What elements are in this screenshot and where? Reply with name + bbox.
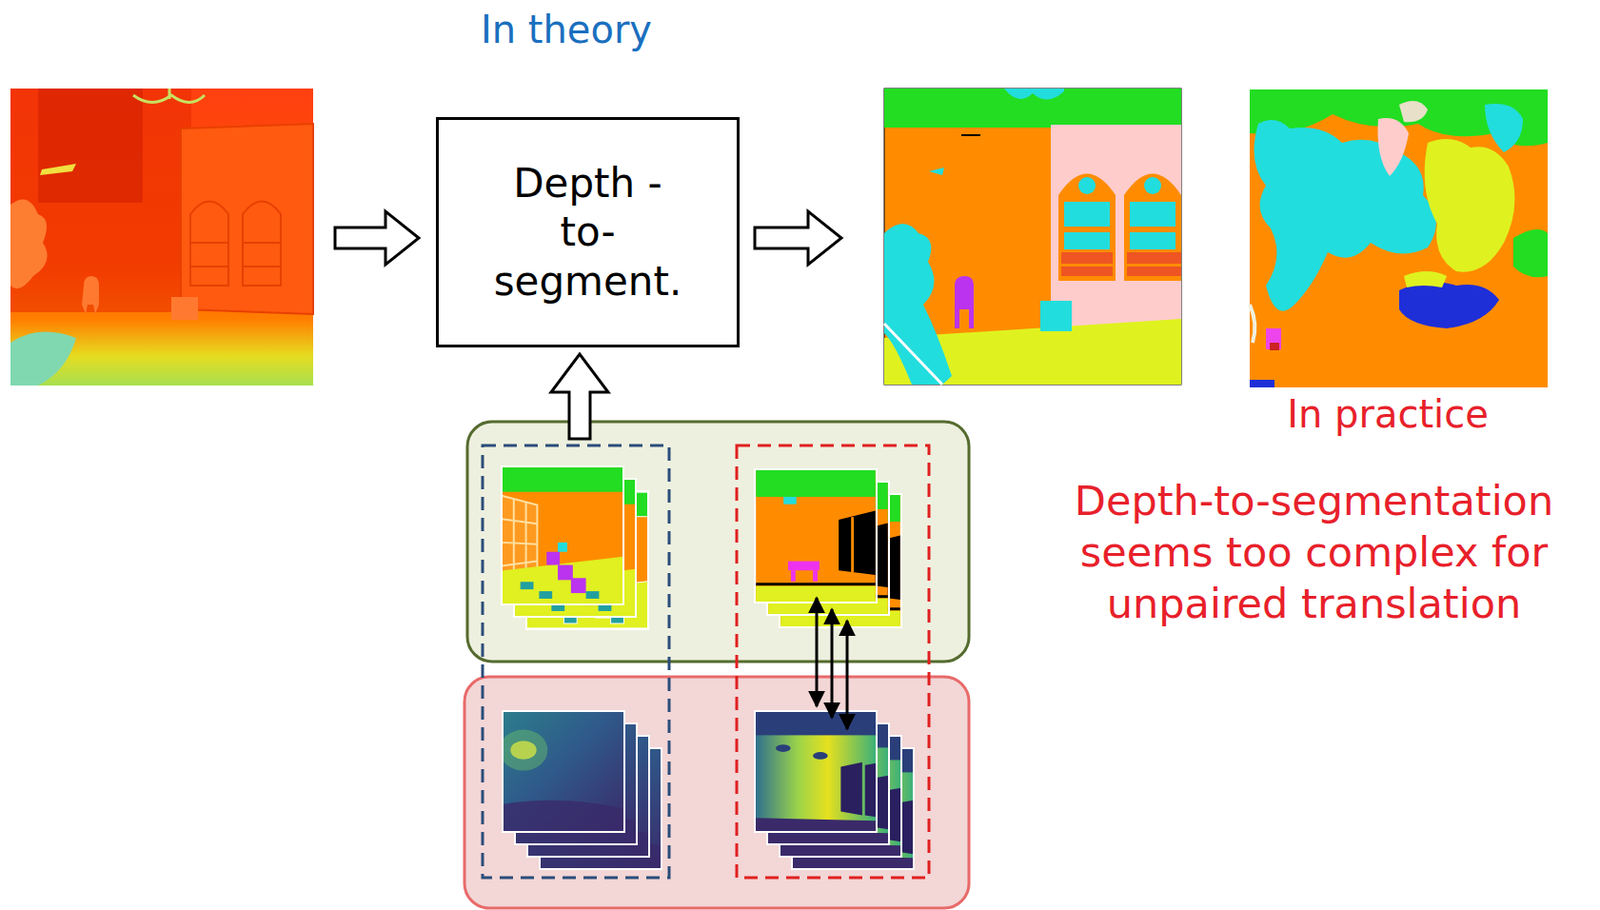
illustration-part: [190, 242, 281, 267]
illustration-part: [171, 296, 198, 320]
illustration-part: [39, 163, 77, 176]
illustration-part: [502, 711, 625, 832]
illustration-part: [1144, 177, 1162, 195]
caption-label: In practice: [1197, 390, 1579, 438]
illustration-part: [1064, 232, 1110, 250]
illustration-part: [190, 201, 281, 287]
paired-bracket: [736, 445, 929, 878]
illustration-part: [846, 620, 850, 730]
process-box: Depth -to- segment.: [435, 117, 740, 348]
illustration-part: [38, 88, 143, 203]
illustration-part: [1126, 266, 1182, 277]
illustration-part: [961, 134, 981, 137]
illustration-part: [1050, 124, 1182, 327]
illustration-part: [1269, 342, 1280, 351]
illustration-part: [1424, 138, 1516, 273]
segmentation-stack: [754, 469, 902, 628]
illustration-part: [884, 88, 1182, 128]
illustration-part: [1064, 201, 1110, 227]
illustration-part: [1399, 100, 1428, 122]
illustration-part: [1040, 300, 1072, 332]
illustration-part: [10, 88, 314, 386]
unpaired-bracket: [482, 445, 670, 878]
illustration-part: [830, 609, 834, 718]
illustration-part: [1129, 232, 1176, 250]
practice-segmentation-image: [1249, 89, 1548, 388]
illustration-part: [1124, 174, 1182, 282]
illustration-part: [501, 466, 624, 605]
illustration-part: [754, 469, 877, 603]
illustration-part: [1513, 229, 1548, 277]
flow-arrow: [754, 211, 842, 265]
illustration-part: [1058, 174, 1116, 282]
illustration-part: [755, 469, 876, 603]
segmentation-panel: [467, 421, 969, 662]
illustration-part: [499, 711, 625, 832]
illustration-part: [1265, 328, 1282, 350]
illustration-part: [1249, 304, 1255, 343]
heading-label: In theory: [375, 5, 757, 54]
pairing-arrows: [816, 597, 848, 730]
training-arrow: [551, 354, 609, 439]
illustration-part: [1403, 271, 1447, 288]
illustration-part: [1378, 118, 1410, 177]
illustration-part: [10, 198, 48, 289]
illustration-part: [1061, 266, 1113, 277]
illustration-part: [1004, 88, 1065, 100]
illustration-part: [1129, 201, 1176, 227]
illustration-part: [501, 467, 624, 604]
illustration-part: [81, 276, 99, 315]
illustration-part: [754, 711, 877, 832]
box-label: Depth -to- segment.: [493, 158, 683, 306]
illustration-part: [928, 167, 945, 176]
illustration-part: [1399, 281, 1500, 329]
illustration-part: [815, 597, 819, 707]
illustration-part: [1061, 252, 1113, 264]
illustration-part: [133, 88, 205, 103]
illustration-part: [884, 88, 1182, 385]
segmentation-image: [884, 88, 1182, 385]
depth-image: [10, 88, 314, 386]
illustration-part: [1249, 379, 1275, 388]
illustration-part: [954, 276, 974, 329]
note-text: Depth-to-segmentation seems too complex …: [1040, 475, 1588, 630]
depth-stack: [499, 711, 662, 870]
illustration-part: [1126, 252, 1182, 264]
illustration-part: [1484, 103, 1523, 153]
depth-panel: [464, 676, 969, 909]
illustration-part: [1078, 177, 1096, 195]
illustration-part: [884, 323, 943, 385]
illustration-part: [10, 88, 192, 313]
illustration-part: [755, 711, 877, 832]
depth-stack: [754, 711, 914, 870]
illustration-part: [10, 332, 77, 386]
illustration-part: [884, 223, 952, 385]
flow-arrow: [335, 211, 419, 265]
illustration-part: [1249, 89, 1548, 388]
segmentation-stack: [501, 466, 649, 630]
illustration-part: [180, 123, 314, 315]
